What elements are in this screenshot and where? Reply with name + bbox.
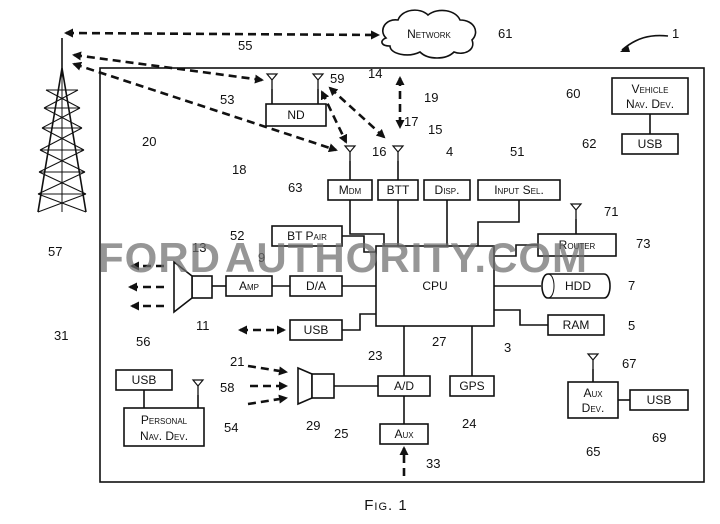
figure-caption: Fig. 1	[364, 497, 407, 514]
ref-51: 51	[510, 144, 524, 159]
display-label: Disp.	[435, 183, 460, 197]
nomadic-device: ND	[266, 74, 326, 126]
usb-port-label: USB	[304, 323, 329, 337]
ref-19: 19	[424, 90, 438, 105]
ref-24: 24	[462, 416, 476, 431]
ref-31: 31	[54, 328, 68, 343]
ref-69: 69	[652, 430, 666, 445]
cpu-label: CPU	[422, 279, 447, 293]
ref-17: 17	[404, 114, 418, 129]
ad-converter-label: A/D	[394, 379, 414, 393]
ref-11: 11	[196, 318, 210, 333]
personal-usb-label: USB	[132, 373, 157, 387]
ref-60: 60	[566, 86, 580, 101]
personal-nav-line1: Personal	[141, 413, 188, 427]
aux-usb-label: USB	[647, 393, 672, 407]
ref-21: 21	[230, 354, 244, 369]
bt-transceiver-label: BTT	[387, 183, 410, 197]
network-label: Network	[407, 27, 451, 41]
ref-14: 14	[368, 66, 382, 81]
nd-btt-link	[330, 88, 384, 137]
ref-18: 18	[232, 162, 246, 177]
aux-device-line1: Aux	[583, 386, 603, 400]
ref-23: 23	[368, 348, 382, 363]
modem-label: Mdm	[339, 183, 362, 197]
ref-15: 15	[428, 122, 442, 137]
ram-label: RAM	[563, 318, 590, 332]
ref-63: 63	[288, 180, 302, 195]
amplifier-label: Amp	[239, 279, 259, 293]
ref-7: 7	[628, 278, 635, 293]
ref-57: 57	[48, 244, 62, 259]
ref-3: 3	[504, 340, 511, 355]
vehicle-usb-label: USB	[638, 137, 663, 151]
ref-33: 33	[426, 456, 440, 471]
ref-5: 5	[628, 318, 635, 333]
ref-65: 65	[586, 444, 600, 459]
input-selector-label: Input Sel.	[494, 183, 544, 197]
ref-20: 20	[142, 134, 156, 149]
ref-56: 56	[136, 334, 150, 349]
aux-device-line2: Dev.	[582, 401, 605, 415]
aux-input-label: Aux	[394, 427, 414, 441]
ref-53: 53	[220, 92, 234, 107]
ref-59: 59	[330, 71, 344, 86]
microphone-icon	[298, 368, 334, 404]
ref-1: 1	[672, 26, 679, 41]
personal-nav-line2: Nav. Dev.	[140, 429, 188, 443]
tower-network-link	[66, 33, 378, 35]
hdd-label: HDD	[565, 279, 591, 293]
watermark-text: FORDAUTHORITY.COM	[98, 234, 588, 281]
ref-4: 4	[446, 144, 453, 159]
ref-29: 29	[306, 418, 320, 433]
gps-label: GPS	[459, 379, 484, 393]
ref-16: 16	[372, 144, 386, 159]
ref-62: 62	[582, 136, 596, 151]
nd-label: ND	[287, 108, 305, 122]
ref-73: 73	[636, 236, 650, 251]
vehicle-nav-line2: Nav. Dev.	[626, 97, 674, 111]
ref-58: 58	[220, 380, 234, 395]
da-converter-label: D/A	[306, 279, 326, 293]
ref-54: 54	[224, 420, 238, 435]
ref-61: 61	[498, 26, 512, 41]
ref-25: 25	[334, 426, 348, 441]
ref-71: 71	[604, 204, 618, 219]
vehicle-nav-line1: Vehicle	[632, 82, 669, 96]
ref-55: 55	[238, 38, 252, 53]
ref-67: 67	[622, 356, 636, 371]
ref-27: 27	[432, 334, 446, 349]
cell-tower-icon	[38, 38, 86, 212]
